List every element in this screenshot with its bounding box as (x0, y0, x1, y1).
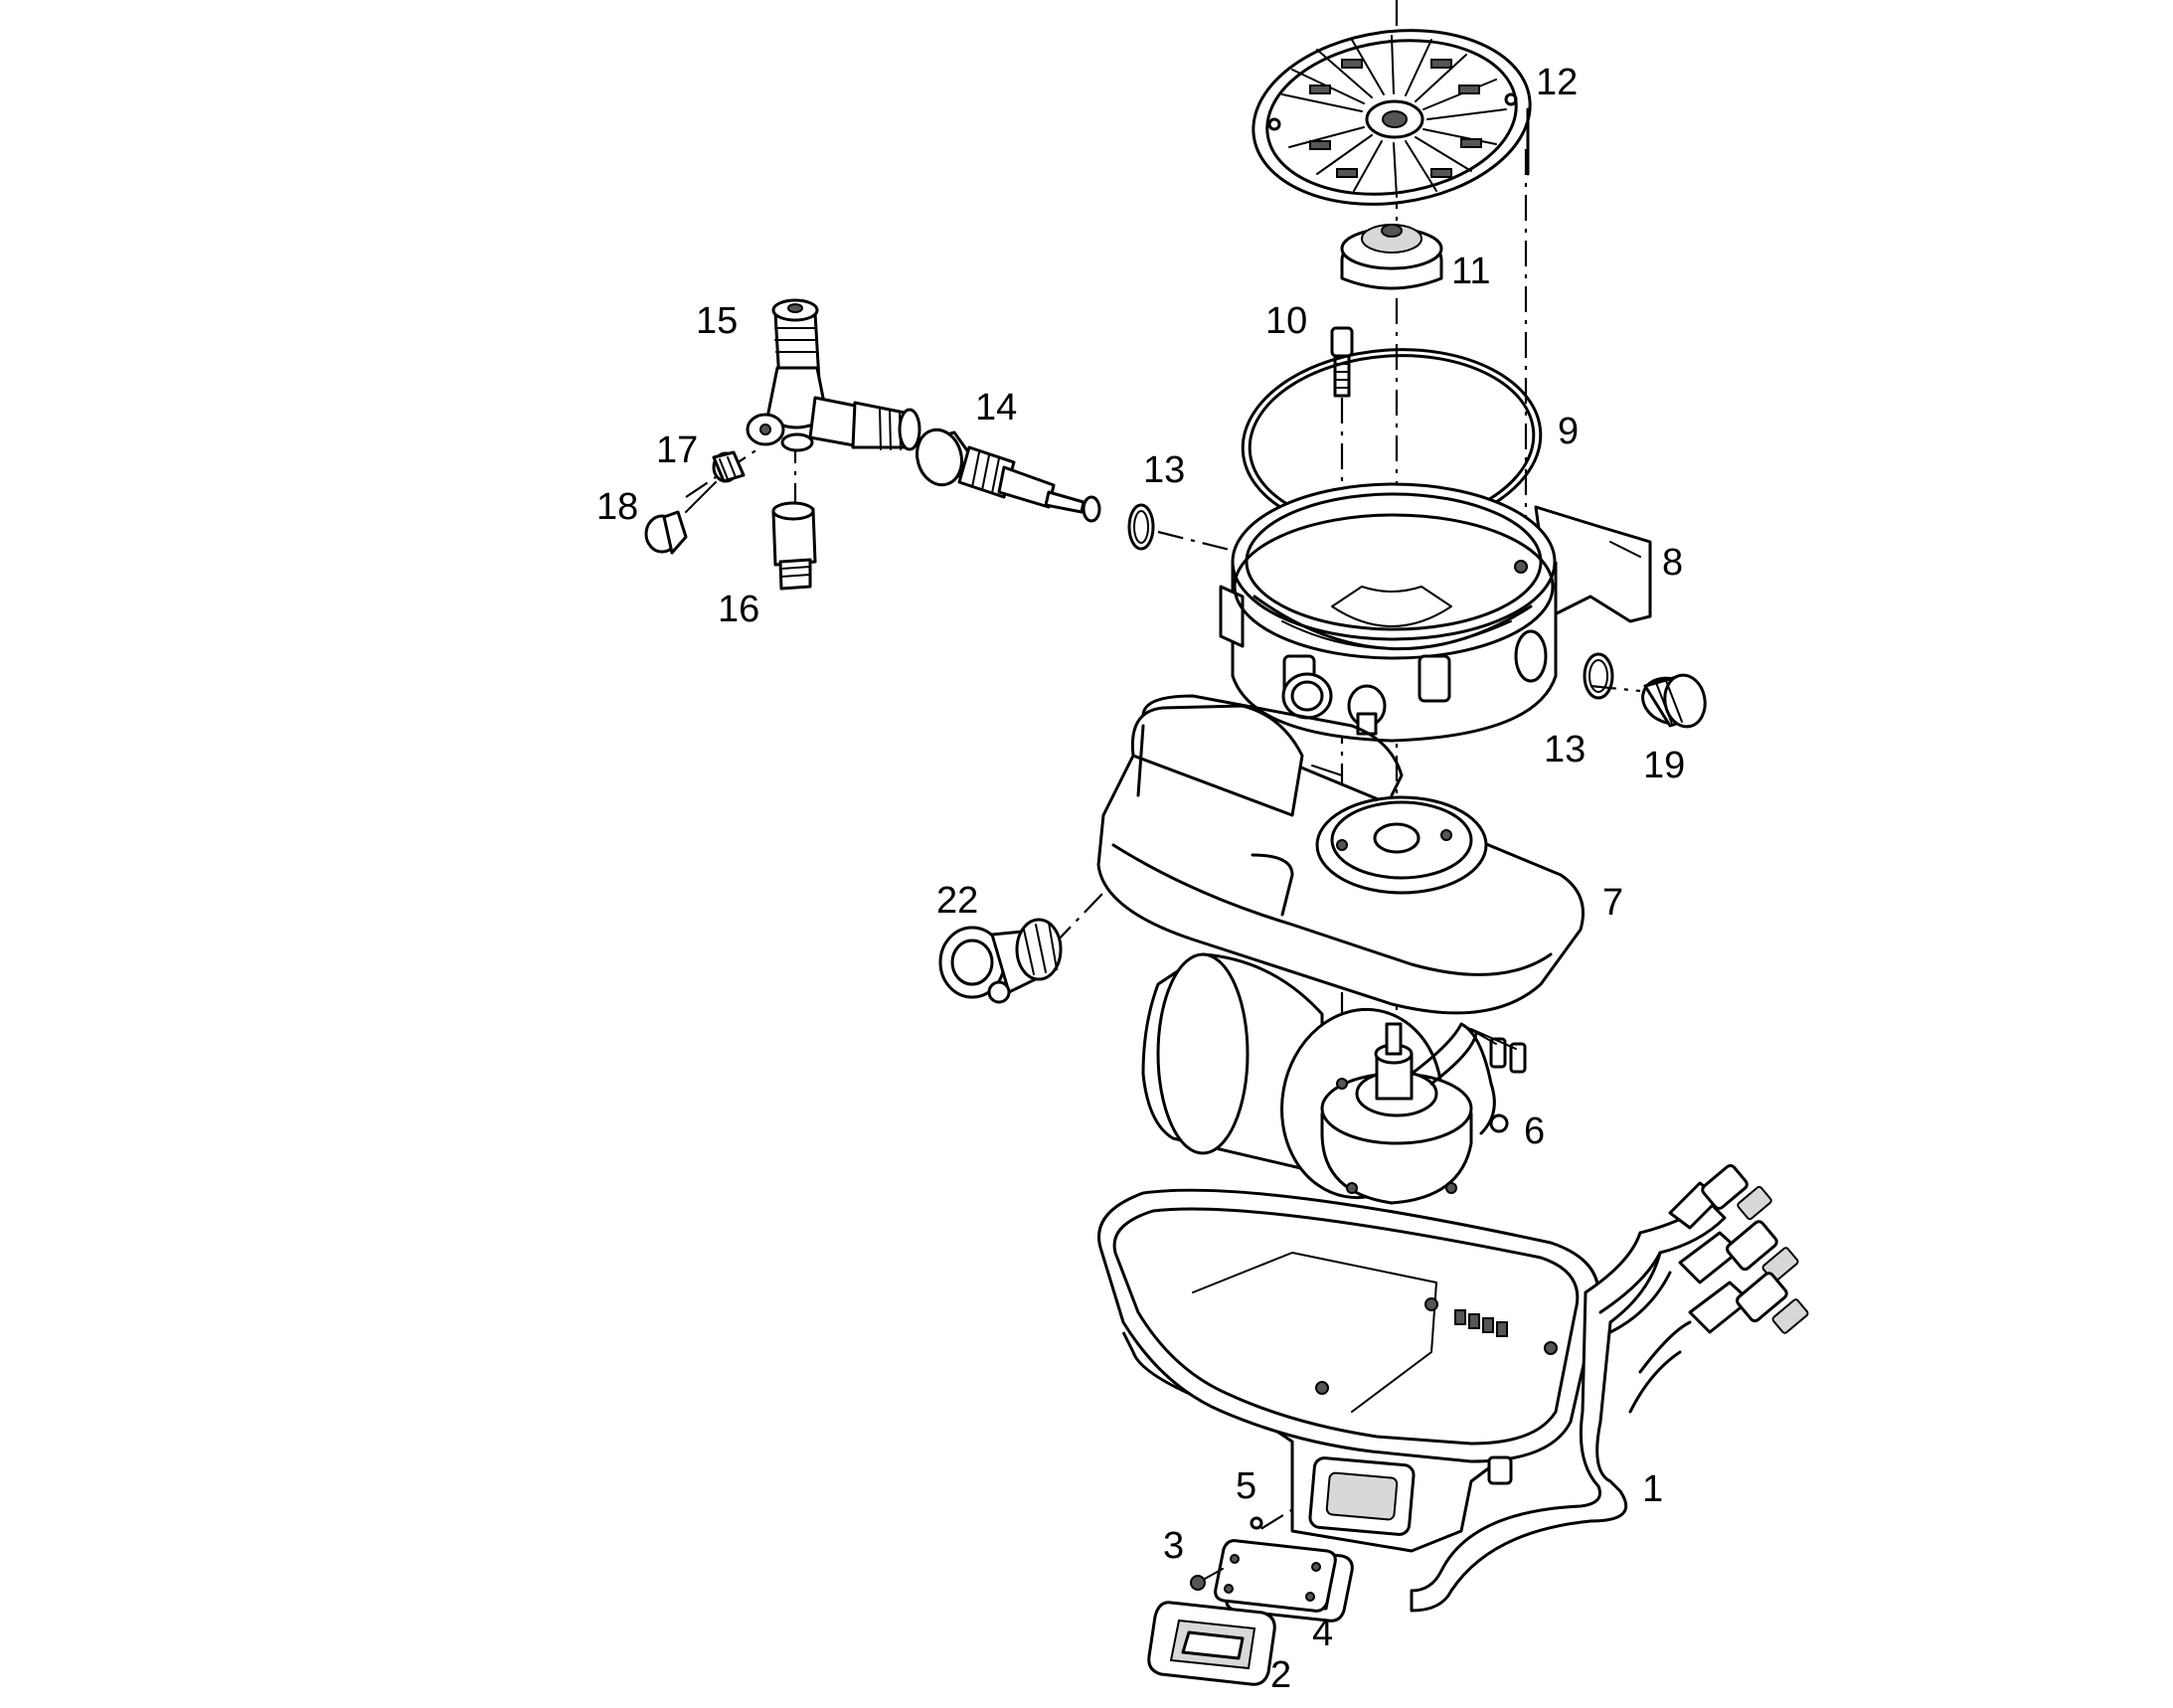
cable-connectors (1628, 1163, 1809, 1414)
part-2-frame (1147, 1601, 1276, 1686)
part-4-cover-plate (1214, 1539, 1337, 1613)
callout-13-left: 13 (1143, 449, 1185, 491)
callout-14: 14 (975, 387, 1017, 428)
callout-13-right: 13 (1544, 729, 1586, 770)
callout-7: 7 (1602, 882, 1623, 924)
part-13-ring-left (1127, 503, 1155, 551)
part-3-screw (1190, 1568, 1224, 1591)
part-1-base-pan (1097, 1163, 1809, 1613)
part-15-tee-fitting (746, 298, 921, 452)
callout-22: 22 (936, 880, 978, 922)
callout-3: 3 (1163, 1525, 1184, 1567)
callout-9: 9 (1558, 411, 1579, 452)
part-7-reservoir (1096, 694, 1585, 1015)
part-11-seal-cap (1340, 224, 1443, 290)
part-13-ring-right (1583, 652, 1614, 700)
callout-1: 1 (1642, 1468, 1663, 1510)
callout-16: 16 (718, 589, 759, 630)
part-6-motor (1141, 952, 1527, 1205)
part-12-fan-plate (1252, 29, 1532, 206)
callout-8: 8 (1662, 542, 1683, 584)
callout-18: 18 (596, 486, 638, 528)
callout-15: 15 (696, 300, 738, 342)
callout-17: 17 (656, 429, 698, 471)
callout-labels: 1 2 3 4 5 6 7 8 9 10 11 12 13 13 14 15 1… (596, 62, 1685, 1696)
callout-5: 5 (1236, 1465, 1256, 1507)
callout-19: 19 (1643, 745, 1685, 786)
part-19-plug (1641, 673, 1707, 729)
part-18-cap (644, 481, 717, 555)
callout-12: 12 (1536, 62, 1578, 103)
part-17-adapter (712, 450, 746, 483)
callout-4: 4 (1312, 1613, 1333, 1654)
part-16-nipple (771, 501, 817, 591)
callout-11: 11 (1451, 251, 1490, 292)
callout-2: 2 (1270, 1654, 1291, 1696)
callout-10: 10 (1265, 300, 1307, 342)
part-14-valve (916, 427, 1101, 523)
callout-6: 6 (1524, 1110, 1545, 1152)
part-22-filler-cap (938, 918, 1063, 1004)
part-8-housing (1219, 482, 1652, 743)
